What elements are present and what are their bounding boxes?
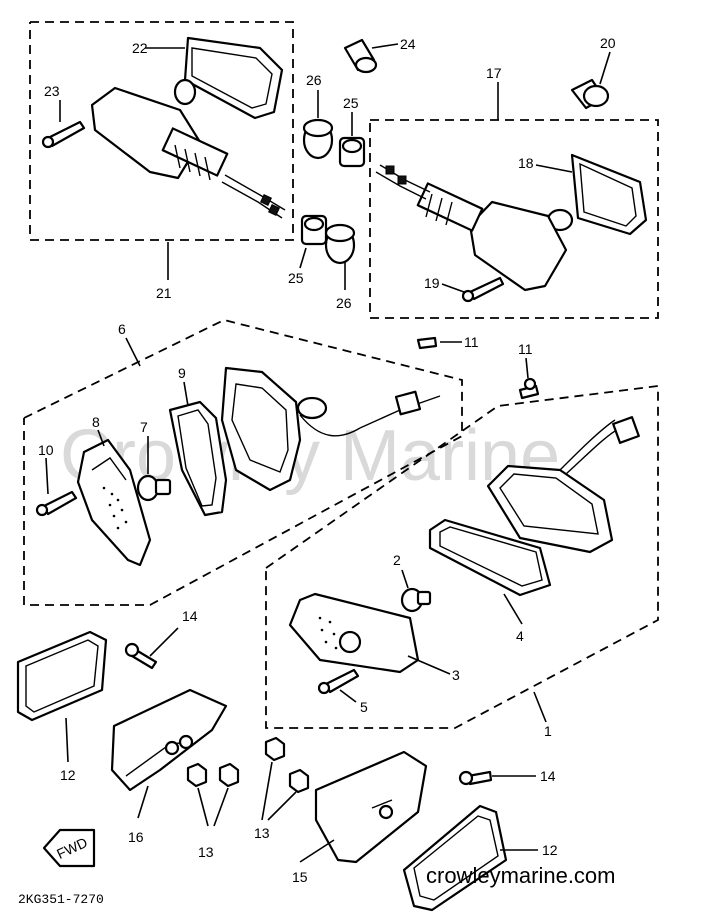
bulb-2 (400, 587, 432, 613)
bulb-24 (343, 38, 378, 74)
callout-16: 16 (128, 829, 144, 845)
callout-19: 19 (424, 275, 440, 291)
stem-left (161, 127, 229, 177)
callout-20: 20 (600, 35, 616, 51)
callout-13-right: 13 (254, 825, 270, 841)
turn-signal-left-assembly (41, 36, 286, 219)
lens-3 (288, 592, 420, 674)
callout-14-right: 14 (540, 768, 556, 784)
callout-25-bottom: 25 (288, 270, 304, 286)
callout-12-right: 12 (542, 842, 558, 858)
gasket-4 (428, 518, 552, 597)
screw-19 (468, 276, 505, 301)
screw-11-right (518, 377, 540, 400)
housing-right (468, 200, 568, 292)
callout-24: 24 (400, 36, 416, 52)
gasket-9 (168, 400, 228, 517)
callout-12-left: 12 (60, 767, 76, 783)
fwd-arrow: FWD (42, 828, 96, 868)
callout-25-top: 25 (343, 95, 359, 111)
website-label: crowleymarine.com (426, 863, 616, 888)
callout-8: 8 (92, 414, 100, 430)
callout-5: 5 (360, 699, 368, 715)
callout-22: 22 (132, 40, 148, 56)
callout-11-right: 11 (518, 341, 533, 357)
housing-6 (220, 336, 441, 492)
nuts-13-right (264, 736, 310, 794)
callout-1: 1 (544, 723, 552, 739)
screw-14-right (458, 770, 493, 786)
callout-3: 3 (452, 667, 460, 683)
part-code: 2KG351-7270 (18, 892, 104, 907)
callout-13-left: 13 (198, 844, 214, 860)
reflector-12-left (16, 630, 108, 722)
callout-2: 2 (393, 552, 401, 568)
connector-6 (394, 390, 422, 416)
callout-17: 17 (486, 65, 502, 81)
reflector-12-right (402, 804, 508, 912)
group-17-outline (369, 119, 659, 319)
nut-25-top (338, 136, 366, 168)
lens-8 (76, 438, 152, 567)
lens-22 (183, 36, 284, 120)
callout-6: 6 (118, 321, 126, 337)
callout-23: 23 (44, 83, 60, 99)
grommet-26-top (302, 118, 334, 160)
callout-4: 4 (516, 628, 524, 644)
turn-signal-right-assembly (375, 153, 648, 303)
callout-26-top: 26 (306, 72, 322, 88)
bulb-7 (136, 474, 172, 502)
grommet-26-bottom (324, 223, 356, 265)
group-21-outline (29, 21, 294, 241)
screw-14-left (124, 642, 158, 670)
callout-10: 10 (38, 442, 54, 458)
nuts-13-left (186, 762, 240, 788)
callout-18: 18 (518, 155, 534, 171)
group-1-outline (265, 384, 659, 729)
bracket-15 (314, 750, 428, 864)
callout-9: 9 (178, 365, 186, 381)
screw-11-left (416, 336, 438, 350)
screw-5 (317, 668, 360, 695)
bulb-20 (570, 78, 610, 110)
screw-10 (35, 490, 78, 517)
callout-11-left: 11 (464, 334, 479, 350)
callout-15: 15 (292, 869, 308, 885)
housing-1 (486, 416, 640, 554)
callout-7: 7 (140, 419, 148, 435)
nut-25-bottom (300, 214, 328, 246)
connector-1 (612, 416, 640, 444)
bracket-16 (110, 688, 228, 792)
callout-26-bottom: 26 (336, 295, 352, 311)
callout-21: 21 (156, 285, 172, 301)
bulb-left (173, 78, 197, 106)
callout-14-left: 14 (182, 608, 198, 624)
